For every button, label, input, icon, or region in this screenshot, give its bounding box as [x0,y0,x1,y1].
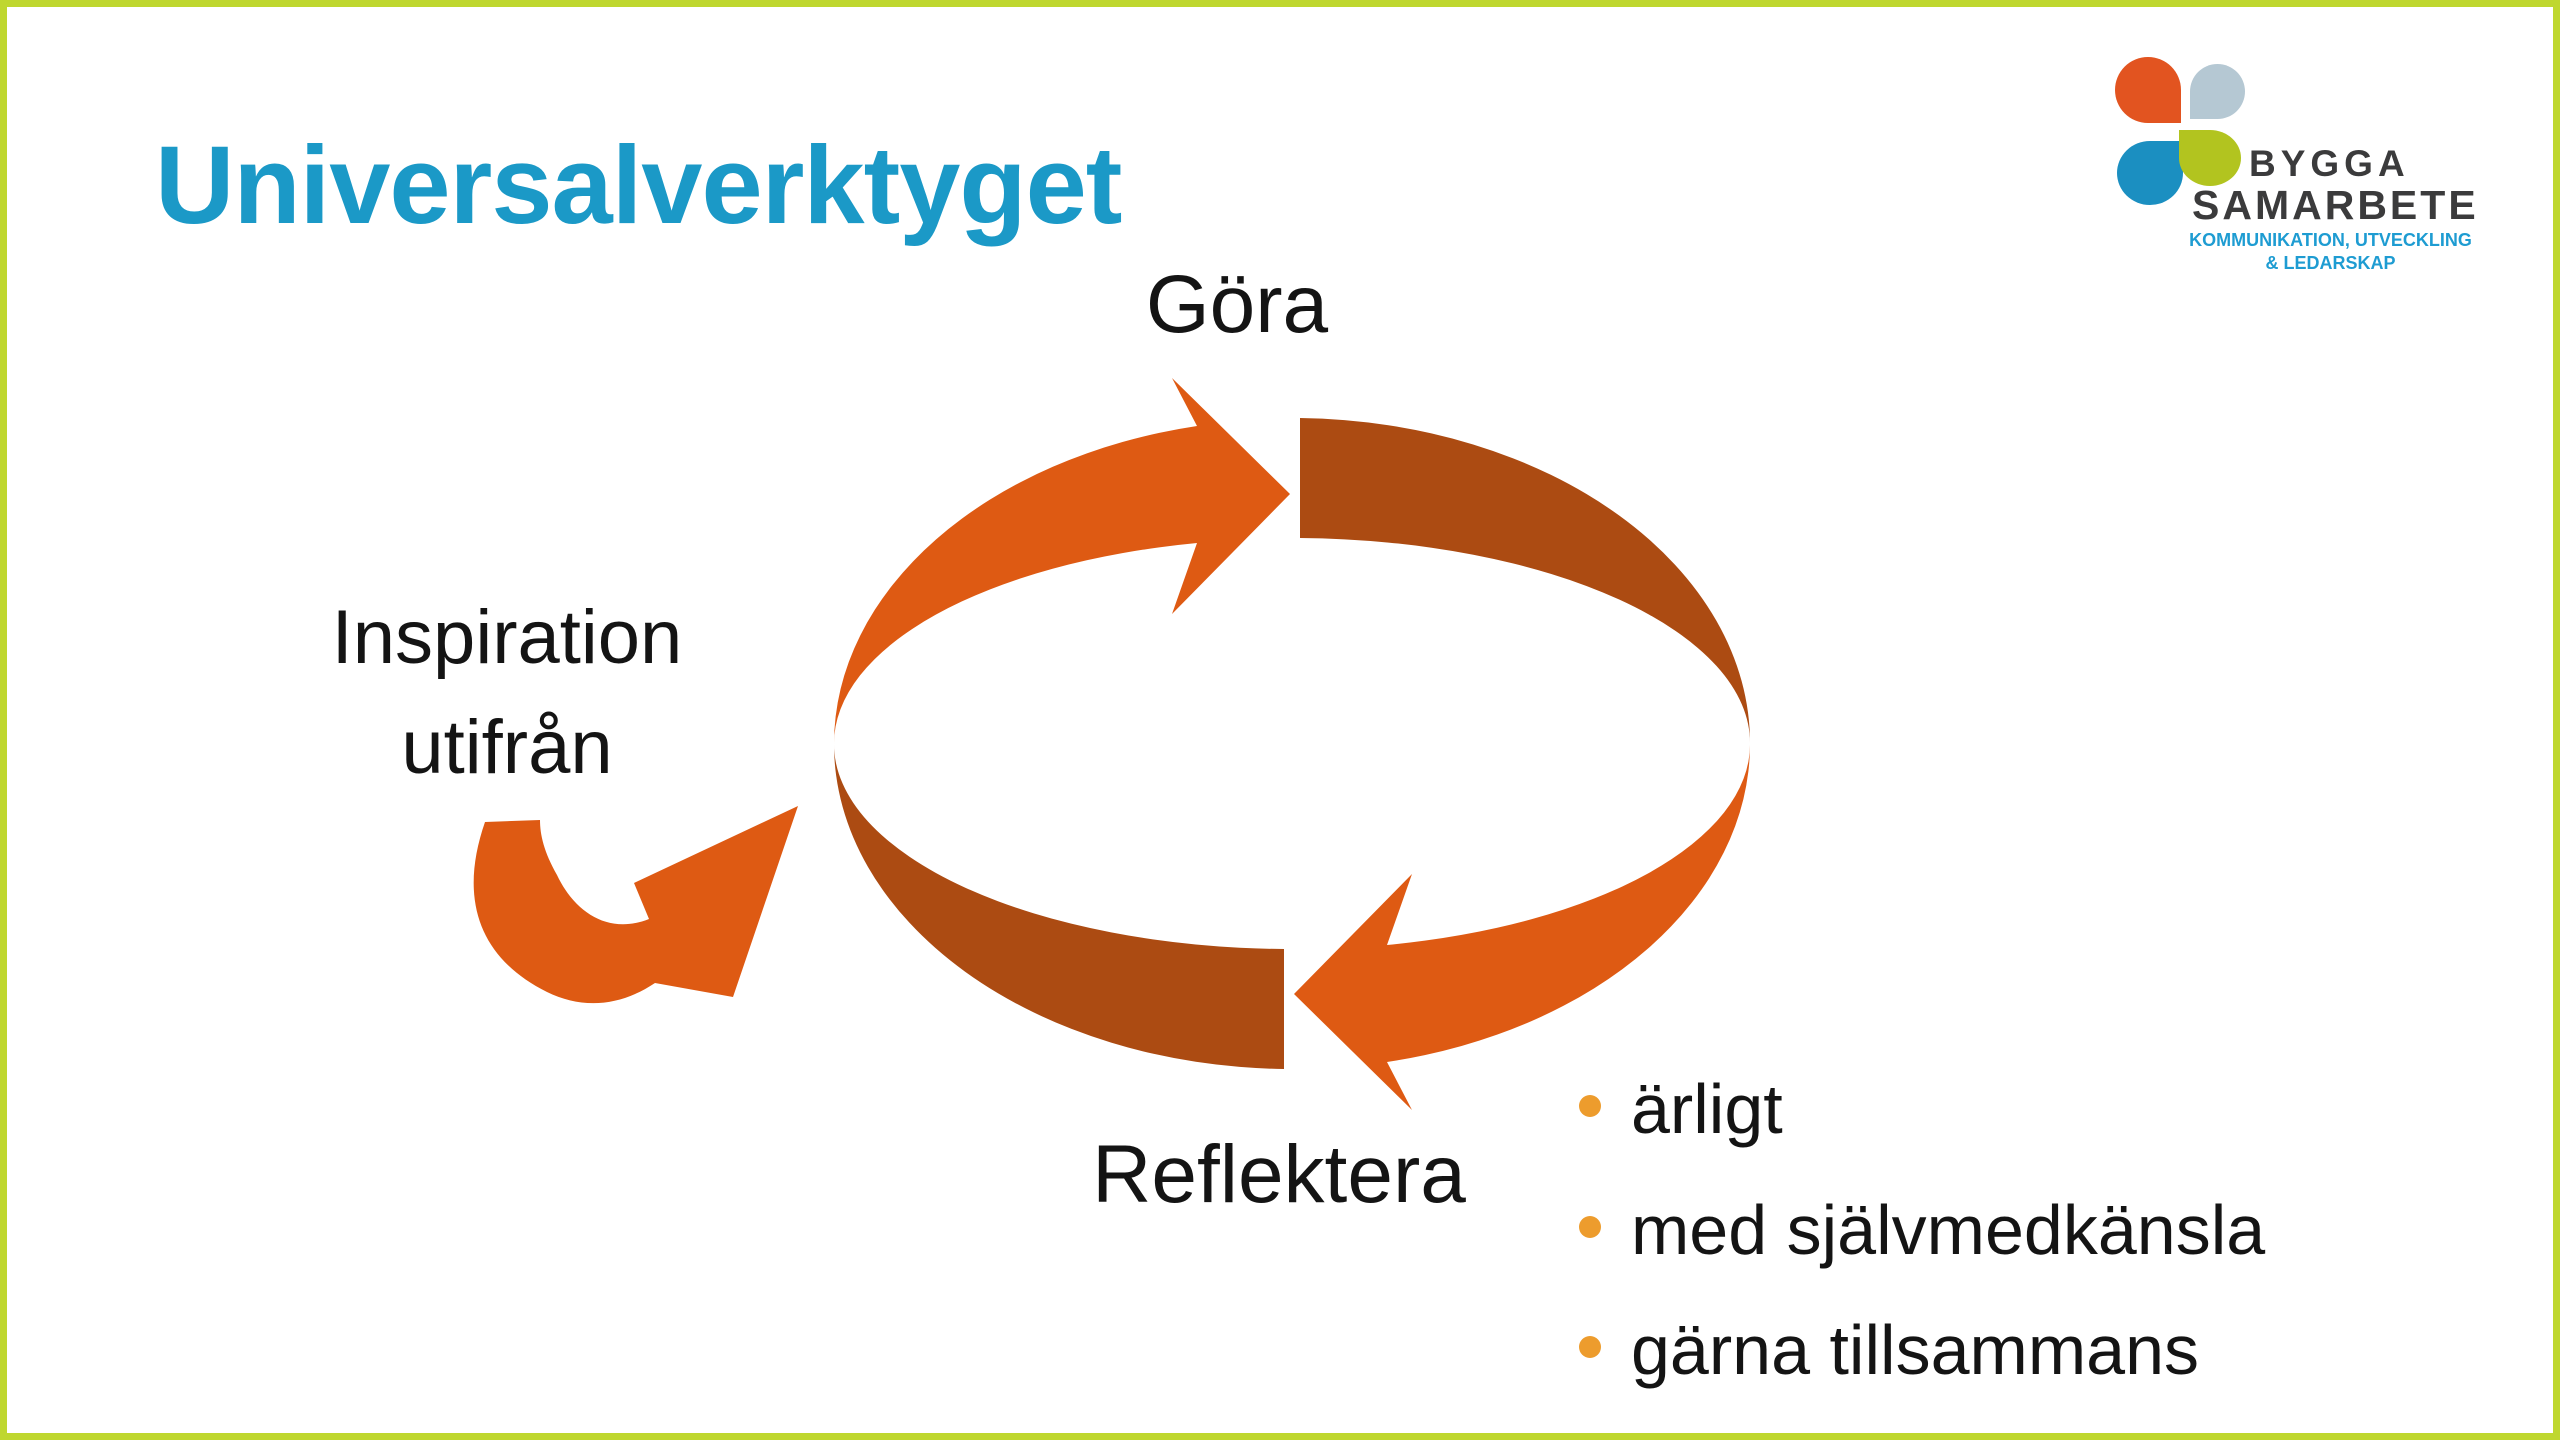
logo-petal-green-icon [2179,130,2241,186]
logo-tagline-line2: & LEDARSKAP [2265,253,2396,274]
logo-wordmark-line1: BYGGA [2249,143,2410,184]
bullet-text: ärligt [1631,1070,1783,1148]
logo-wordmark-line2: SAMARBETE [2192,182,2479,228]
cycle-label-gora: Göra [1145,259,1329,350]
page-title: Universalverktyget [155,124,1122,247]
cycle-arc-top-right [1300,418,1751,744]
bullet-icon [1579,1215,1601,1238]
inspiration-label: Inspiration utifrån [307,583,707,803]
bullet-icon [1579,1095,1601,1117]
bullet-text: med självmedkänsla [1631,1190,2266,1269]
logo-petal-grayblue-icon [2190,64,2245,119]
list-item: gärna tillsammans [1579,1311,2265,1389]
cycle-arrow-reflect [1294,744,1751,1110]
inspiration-label-line2: utifrån [401,705,613,791]
logo-tagline-line1: KOMMUNIKATION, UTVECKLING [2189,230,2472,250]
list-item: ärligt [1579,1070,2265,1148]
list-item: med självmedkänsla [1579,1190,2266,1269]
logo-petal-orange-icon [2115,57,2181,123]
inspiration-label-line1: Inspiration [331,595,683,680]
logo: BYGGA SAMARBETE KOMMUNIKATION, UTVECKLIN… [2097,42,2517,282]
logo-petal-blue-icon [2117,141,2183,205]
logo-tagline: KOMMUNIKATION, UTVECKLING & LEDARSKAP [2183,229,2478,275]
cycle-arrow-do [833,378,1290,744]
cycle-diagram [473,378,1751,1110]
bullet-list: ärligt med självmedkänsla gärna tillsamm… [1579,1070,2266,1435]
cycle-label-reflektera: Reflektera [1092,1129,1466,1220]
bullet-icon [1579,1336,1601,1358]
bullet-text: gärna tillsammans [1631,1311,2199,1389]
cycle-arc-bottom-left [834,744,1284,1069]
inspiration-arrow [473,806,798,1004]
